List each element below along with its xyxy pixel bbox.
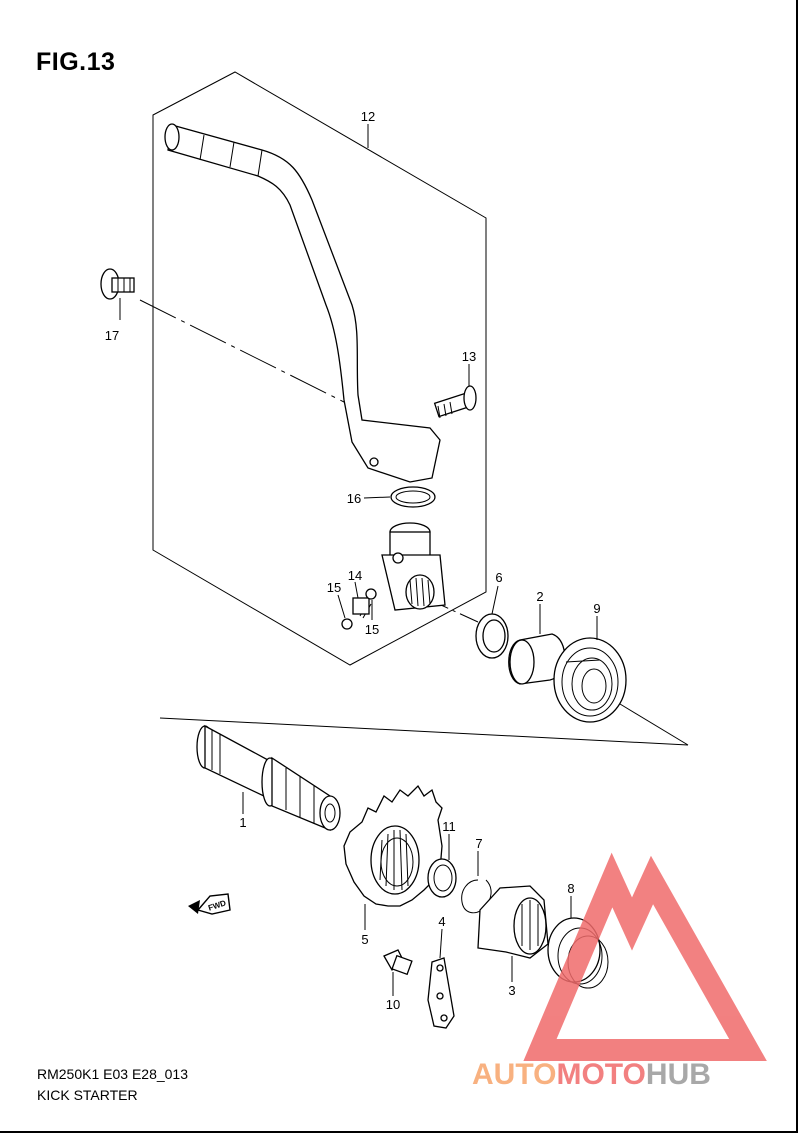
bolt-10 <box>383 949 413 976</box>
kick-lever-12 <box>164 123 441 483</box>
kick-boss <box>381 522 446 611</box>
spring-guide-2 <box>508 633 566 685</box>
o-ring-16-inner <box>395 490 431 504</box>
watermark-triangle-icon <box>523 852 767 1061</box>
callout-7: 7 <box>475 836 482 851</box>
callout-4: 4 <box>438 914 445 929</box>
washer-11-inner <box>433 864 453 892</box>
callout-9: 9 <box>593 601 600 616</box>
bolt-17 <box>100 268 135 300</box>
coil-spring-9 <box>553 637 627 723</box>
callout-16: 16 <box>347 491 361 506</box>
callout-11: 11 <box>442 819 456 834</box>
callout-1: 1 <box>239 815 246 830</box>
callout-2: 2 <box>536 589 543 604</box>
callout-8: 8 <box>567 881 574 896</box>
ball-15b <box>365 588 377 600</box>
center-line-17 <box>139 299 361 411</box>
callout-labels: 12 17 13 16 14 15 15 6 2 9 1 5 11 7 8 4 … <box>105 109 601 1012</box>
diagram-name: KICK STARTER <box>37 1087 138 1103</box>
diagram-code: RM250K1 E03 E28_013 <box>37 1066 188 1082</box>
callout-13: 13 <box>462 349 476 364</box>
leader-lines <box>119 124 598 996</box>
callout-5: 5 <box>361 932 368 947</box>
bushing-6 <box>475 613 509 659</box>
spring-14 <box>352 597 372 619</box>
callout-15b: 15 <box>365 622 379 637</box>
kick-shaft-1 <box>196 724 341 831</box>
callout-12: 12 <box>361 109 375 124</box>
circlip-7 <box>461 879 492 914</box>
figure-title: FIG.13 <box>36 48 116 76</box>
callout-15a: 15 <box>327 580 341 595</box>
callout-3: 3 <box>508 983 515 998</box>
ball-15a <box>341 618 353 630</box>
o-ring-16 <box>390 486 436 508</box>
stopper-plate-4 <box>427 957 455 1029</box>
callout-6: 6 <box>495 570 502 585</box>
watermark-wordmark: AUTOMOTOHUB <box>472 1058 711 1091</box>
bolt-13 <box>433 385 477 419</box>
gear-5 <box>343 784 443 907</box>
ratchet-3 <box>477 885 549 959</box>
callout-17: 17 <box>105 328 119 343</box>
lever-group-outline <box>152 71 487 666</box>
callout-10: 10 <box>386 997 400 1012</box>
callout-14: 14 <box>348 568 362 583</box>
shaft-group-line-top <box>159 717 689 746</box>
shaft-group-line-right <box>619 703 689 746</box>
watermark-logo: AUTOMOTOHUB <box>472 852 767 1091</box>
fwd-direction-badge: FWD <box>188 893 231 915</box>
